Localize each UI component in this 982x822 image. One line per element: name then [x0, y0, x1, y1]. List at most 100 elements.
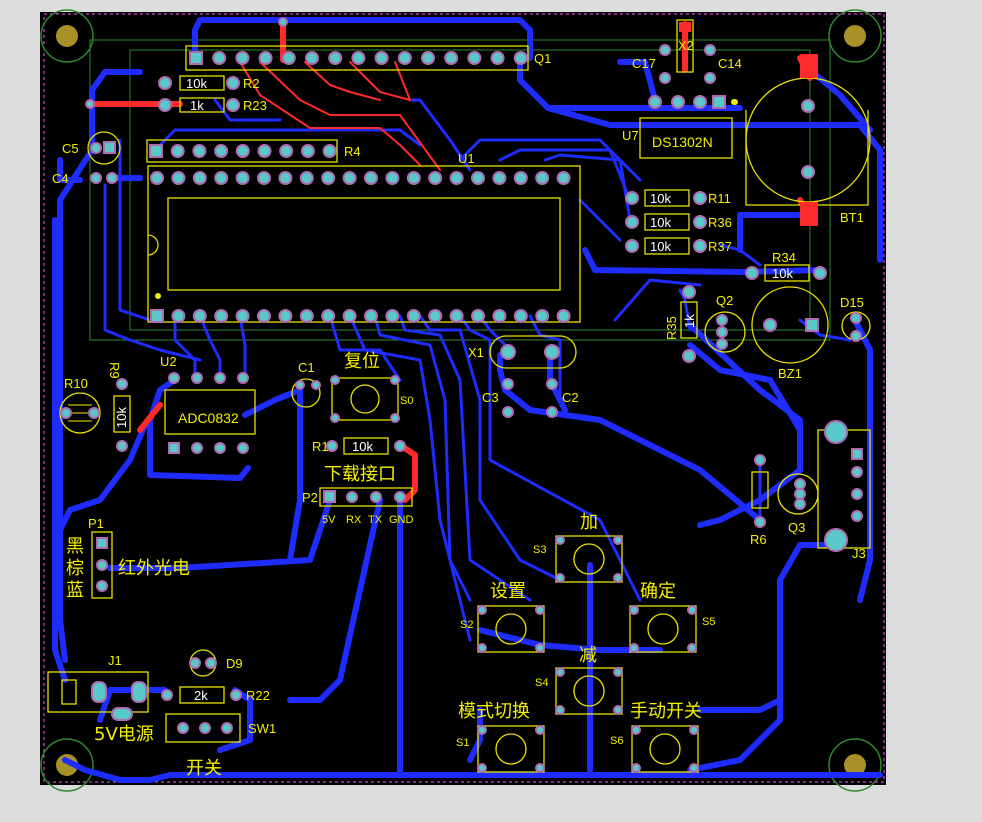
svg-text:蓝: 蓝 [66, 580, 84, 601]
r4-pin-7 [279, 144, 294, 158]
u1-top-pin-12 [385, 171, 400, 185]
label-r23: R23 [243, 98, 267, 113]
capacitor-c3: C3 [482, 378, 514, 418]
label-c1: C1 [298, 360, 315, 375]
crystal-x1: X1 [468, 335, 577, 369]
u1-bottom-pin-5 [235, 309, 250, 323]
pcb-board [40, 12, 886, 785]
mounting-hole-bottom-right [828, 738, 882, 792]
label-s6: S6 [610, 735, 623, 747]
add-button-s3: 加 S3 [533, 512, 623, 583]
battery-bt1: BT1 [745, 54, 871, 226]
resistor-r11: 10k R11 [625, 189, 731, 207]
label-s0: S0 [400, 395, 413, 407]
svg-text:GND: GND [389, 514, 414, 526]
label-s4: S4 [535, 677, 548, 689]
u1-bottom-pin-9 [321, 309, 336, 323]
u1-top-pin-2 [171, 171, 186, 185]
u1-top-pin-9 [321, 171, 336, 185]
svg-text:DS1302N: DS1302N [652, 134, 713, 150]
label-d9: D9 [226, 656, 243, 671]
r4-pin-3 [192, 144, 207, 158]
svg-text:加: 加 [580, 512, 598, 533]
rtc-u7: DS1302N U7 [622, 95, 737, 159]
q1-pin-12 [444, 51, 459, 65]
u1-top-pin-1 [150, 171, 164, 185]
q1-pin-14 [490, 51, 505, 65]
u1-top-pin-20 [556, 171, 571, 185]
q1-pin-8 [351, 51, 366, 65]
u1-bottom-pin-1 [150, 309, 164, 323]
r4-pin-8 [300, 144, 315, 158]
r4-pin-1 [149, 144, 163, 158]
mode-button-s1: 模式切换 S1 [456, 701, 545, 773]
u1-bottom-pin-12 [385, 309, 400, 323]
label-bt1: BT1 [840, 210, 864, 225]
label-r4: R4 [344, 144, 361, 159]
label-r35: R35 [664, 316, 679, 340]
r4-pin-6 [257, 144, 272, 158]
label-c17: C17 [632, 56, 656, 71]
led-d9: D9 [189, 649, 243, 677]
u1-bottom-pin-20 [556, 309, 571, 323]
resistor-r37: 10k R37 [625, 237, 732, 255]
q1-pin-3 [235, 51, 250, 65]
u1-top-pin-19 [535, 171, 550, 185]
svg-text:确定: 确定 [640, 581, 676, 602]
svg-text:模式切换: 模式切换 [458, 701, 530, 722]
q1-pin-1 [189, 51, 203, 65]
label-c4: C4 [52, 171, 69, 186]
u1-top-pin-14 [428, 171, 443, 185]
mounting-hole-bottom-left [40, 738, 94, 792]
u1-bottom-pin-10 [342, 309, 357, 323]
label-r10: R10 [64, 376, 88, 391]
svg-text:10k: 10k [650, 239, 671, 254]
switch-sw1: SW1 开关 [165, 713, 276, 779]
resistor-r36: 10k R36 [625, 213, 732, 231]
connector-j3: J3 [817, 420, 871, 561]
svg-text:1k: 1k [682, 314, 697, 328]
svg-text:1k: 1k [190, 98, 204, 113]
label-sw1: SW1 [248, 721, 276, 736]
label-r2: R2 [243, 76, 260, 91]
svg-text:减: 减 [579, 645, 597, 666]
resistor-network-r4: R4 [146, 139, 361, 163]
q1-pin-6 [305, 51, 319, 65]
u1-bottom-pin-13 [406, 309, 421, 323]
reset-button-s0: 复位 S0 [330, 351, 413, 423]
u1-top-pin-13 [406, 171, 421, 185]
svg-text:红外光电: 红外光电 [118, 558, 190, 579]
q1-pin-11 [421, 51, 435, 65]
transistor-q3: Q3 [777, 473, 819, 535]
u1-bottom-pin-15 [449, 309, 464, 323]
label-c3: C3 [482, 390, 499, 405]
label-s2: S2 [460, 619, 473, 631]
u1-top-pin-15 [449, 171, 464, 185]
label-r9: R9 [107, 362, 122, 379]
label-u7: U7 [622, 128, 639, 143]
resistor-r9: 10k R9 [107, 362, 131, 452]
svg-text:ADC0832: ADC0832 [178, 410, 239, 426]
resistor-r6: R6 [750, 454, 769, 547]
resistor-r22: 2k R22 [161, 686, 270, 704]
svg-text:10k: 10k [650, 215, 671, 230]
u1-bottom-pin-14 [428, 309, 443, 323]
svg-text:10k: 10k [114, 407, 129, 428]
u1-top-pin-5 [235, 171, 250, 185]
u1-bottom-pin-11 [364, 309, 378, 323]
label-u1: U1 [458, 151, 475, 166]
label-c5: C5 [62, 141, 79, 156]
label-s5: S5 [702, 616, 715, 628]
svg-text:棕: 棕 [66, 558, 84, 579]
capacitor-c1: C1 [291, 360, 321, 408]
q1-pin-15 [513, 51, 528, 65]
u1-top-pin-17 [492, 171, 507, 185]
label-d15: D15 [840, 295, 864, 310]
svg-text:设置: 设置 [490, 581, 526, 602]
led-d15: D15 [840, 295, 871, 342]
q1-pin-13 [467, 51, 482, 65]
u1-top-pin-4 [214, 171, 229, 185]
photoresistor-r10: R10 [59, 376, 101, 434]
resistor-r2: 10k R2 [158, 75, 260, 91]
